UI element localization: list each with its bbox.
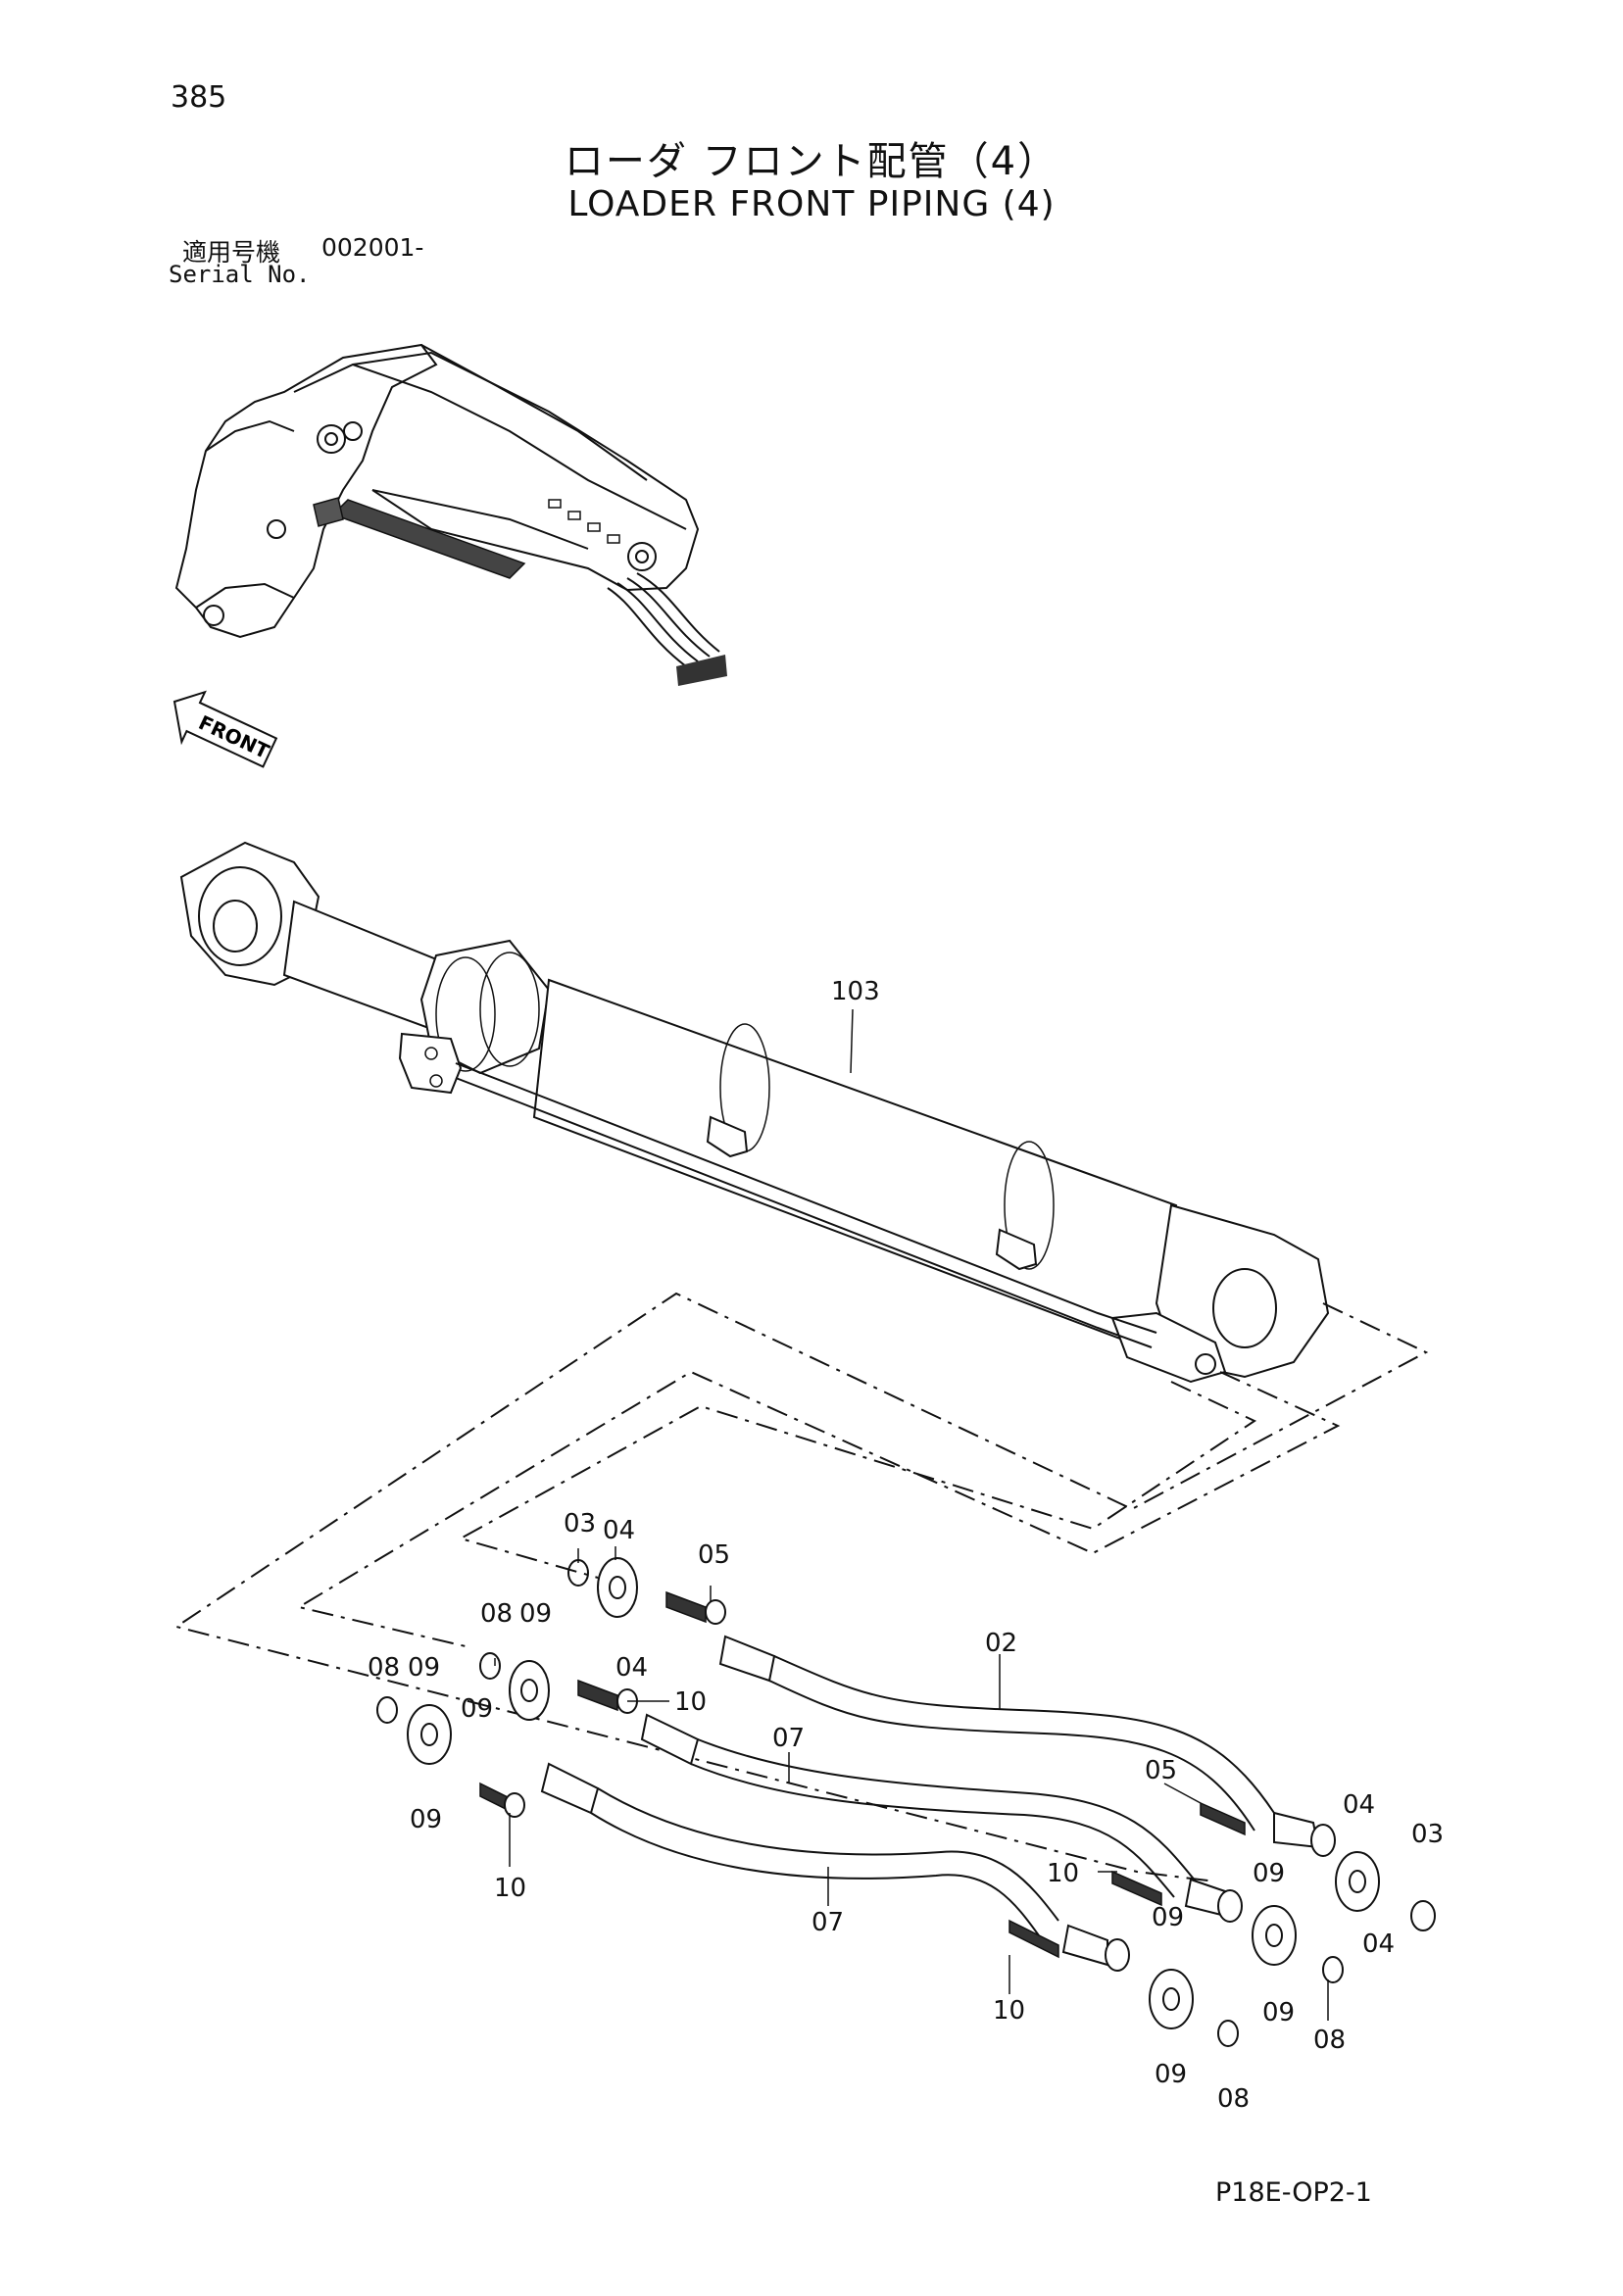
figure-code: P18E-OP2-1 (1215, 2177, 1372, 2208)
callout-09: 09 (1155, 2060, 1187, 2089)
callout-07: 07 (772, 1724, 805, 1753)
title-english: LOADER FRONT PIPING (4) (567, 184, 1056, 224)
callout-08: 08 (368, 1653, 400, 1683)
phantom-hose-routing (173, 1292, 1429, 1882)
callout-04: 04 (603, 1516, 635, 1545)
callout-04: 04 (615, 1653, 648, 1683)
callout-09: 09 (461, 1694, 493, 1724)
callout-02: 02 (985, 1629, 1017, 1658)
loader-cylinder-assembly (179, 841, 1330, 1384)
callout-03: 03 (564, 1509, 596, 1539)
callout-08: 08 (480, 1599, 513, 1629)
callout-09: 09 (1152, 1903, 1184, 1932)
callout-09: 09 (519, 1599, 552, 1629)
callout-07: 07 (812, 1908, 844, 1937)
page-number: 385 (171, 80, 227, 115)
callout-09: 09 (1253, 1859, 1285, 1888)
callout-09: 09 (408, 1653, 440, 1683)
callout-04: 04 (1343, 1790, 1375, 1820)
callout-08: 08 (1313, 2026, 1346, 2055)
callout-05: 05 (698, 1540, 730, 1570)
title-japanese: ローダ フロント配管（4） (564, 139, 1059, 184)
callout-03: 03 (1411, 1820, 1444, 1849)
boom-overview-illustration (174, 343, 727, 686)
callout-leaders (494, 1008, 1329, 2021)
callout-09: 09 (410, 1805, 442, 1834)
callout-10: 10 (993, 1996, 1025, 2026)
callout-04: 04 (1362, 1930, 1395, 1959)
fittings-and-hoses (376, 1557, 1436, 2047)
callout-05: 05 (1145, 1756, 1177, 1785)
serial-value: 002001- (321, 233, 424, 262)
front-direction-arrow: FRONT (172, 690, 278, 768)
callout-10: 10 (674, 1687, 707, 1717)
callout-09: 09 (1262, 1998, 1295, 2027)
callout-08: 08 (1217, 2084, 1250, 2114)
callout-labels: 103 02 03 04 05 08 09 04 10 08 09 09 09 … (368, 977, 1444, 2114)
callout-10: 10 (494, 1874, 526, 1903)
serial-label-english: Serial No. (169, 261, 311, 288)
serial-label-japanese: 適用号機 (182, 238, 281, 267)
callout-103: 103 (831, 977, 880, 1006)
callout-10: 10 (1047, 1859, 1079, 1888)
